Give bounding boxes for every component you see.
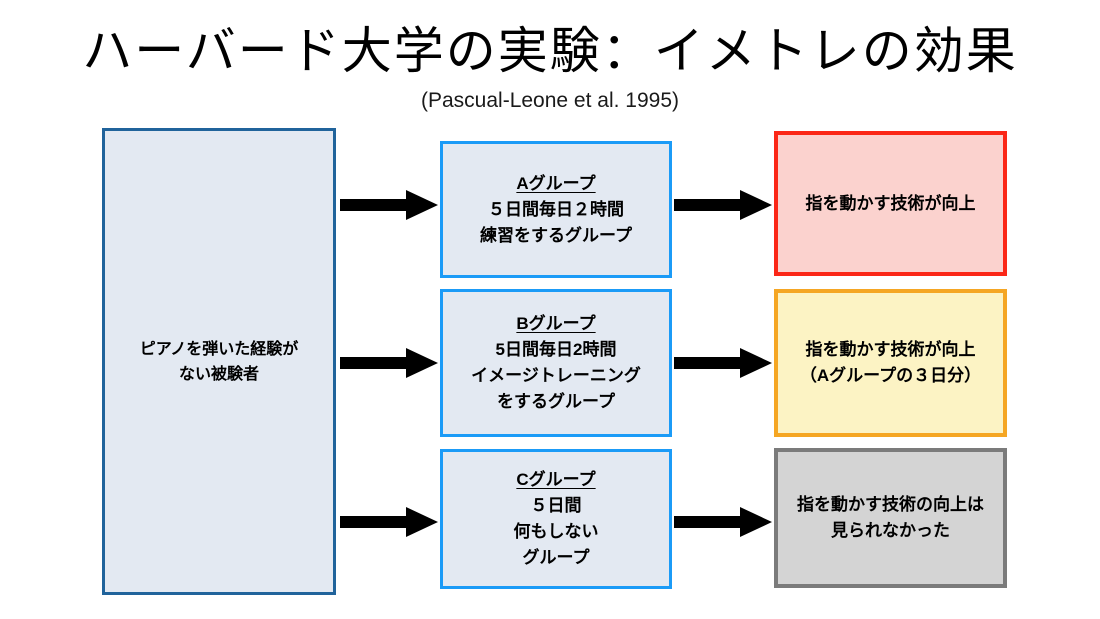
subject-box: ピアノを弾いた経験が ない被験者 xyxy=(102,128,336,595)
group-c-line-2: 何もしない xyxy=(513,522,599,541)
result-box-b: 指を動かす技術が向上 （Aグループの３日分） xyxy=(774,289,1007,437)
group-b-line-2: イメージトレーニング xyxy=(471,366,641,385)
result-c-line-2: 見られなかった xyxy=(831,521,950,540)
result-b-line-1: 指を動かす技術が向上 xyxy=(805,340,976,359)
group-a-line-1: ５日間毎日２時間 xyxy=(488,199,624,219)
subject-line-2: ない被験者 xyxy=(178,365,259,383)
arrow-right-icon-subject-to-b xyxy=(336,343,442,383)
result-c-line-1: 指を動かす技術の向上は xyxy=(797,495,984,514)
result-b-line-2: （Aグループの３日分） xyxy=(799,366,982,385)
citation-subtitle: (Pascual-Leone et al. 1995) xyxy=(421,89,679,112)
group-b-line-1: 5日間毎日2時間 xyxy=(495,340,617,359)
result-box-c: 指を動かす技術の向上は 見られなかった xyxy=(774,448,1007,588)
group-box-c: Cグループ ５日間 何もしない グループ xyxy=(440,449,672,589)
group-a-heading: Aグループ xyxy=(516,173,596,193)
result-box-a: 指を動かす技術が向上 xyxy=(774,131,1007,276)
group-c-line-1: ５日間 xyxy=(530,496,582,515)
group-a-line-2: 練習をするグループ xyxy=(480,225,632,245)
group-b-heading: Bグループ xyxy=(516,314,596,333)
arrow-right-icon-c-to-result xyxy=(672,502,776,542)
group-box-a: Aグループ ５日間毎日２時間 練習をするグループ xyxy=(440,141,672,278)
arrow-right-icon-a-to-result xyxy=(672,185,776,225)
arrow-right-icon-subject-to-a xyxy=(336,185,442,225)
arrow-right-icon-b-to-result xyxy=(672,343,776,383)
subject-line-1: ピアノを弾いた経験が xyxy=(139,340,299,358)
arrow-right-icon-subject-to-c xyxy=(336,502,442,542)
group-c-line-3: グループ xyxy=(522,548,590,567)
group-b-line-3: をするグループ xyxy=(497,392,615,411)
group-c-heading: Cグループ xyxy=(516,470,596,489)
result-a-line-1: 指を動かす技術が向上 xyxy=(805,193,976,213)
page-title: ハーバード大学の実験：イメトレの効果 xyxy=(82,23,1018,79)
group-box-b: Bグループ 5日間毎日2時間 イメージトレーニング をするグループ xyxy=(440,289,672,437)
